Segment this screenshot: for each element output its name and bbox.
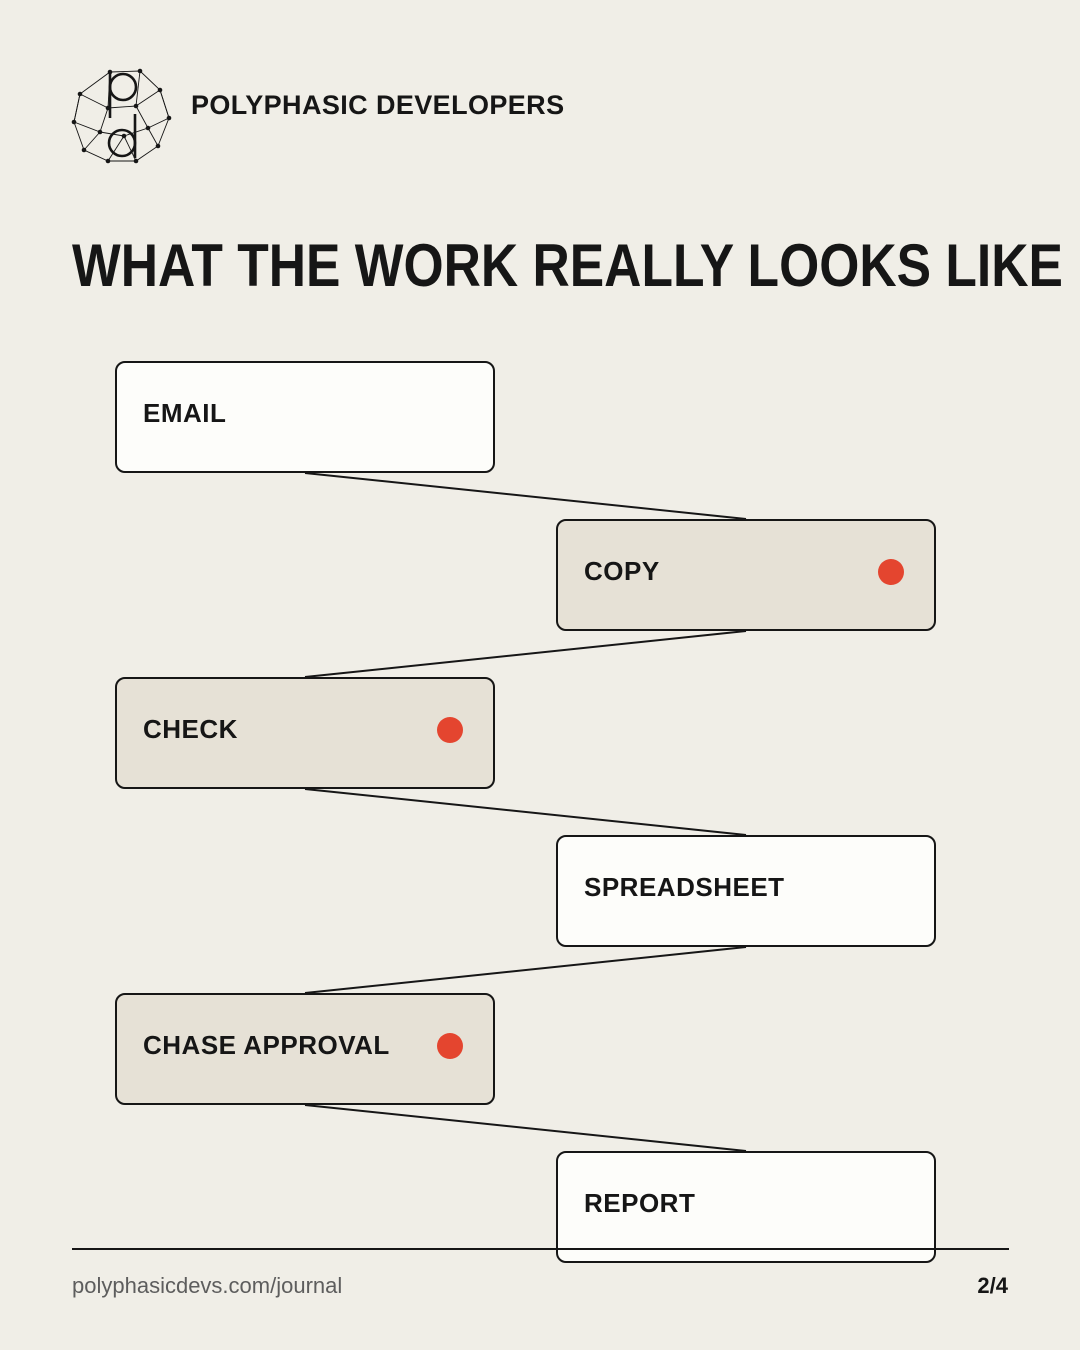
connector-line <box>304 946 747 994</box>
connector-line <box>304 1104 747 1152</box>
brand-logo-icon <box>71 68 172 164</box>
page-title: WHAT THE WORK REALLY LOOKS LIKE <box>72 232 1063 299</box>
flag-dot-icon <box>878 559 904 585</box>
step-label: CHASE APPROVAL <box>143 1030 390 1060</box>
step-label: COPY <box>584 556 660 586</box>
flag-dot-icon <box>437 1033 463 1059</box>
connector-line <box>304 788 747 836</box>
step-box-spreadsheet: SPREADSHEET <box>556 835 936 947</box>
page-indicator: 2/4 <box>977 1273 1008 1298</box>
flag-dot-icon <box>437 717 463 743</box>
step-label: CHECK <box>143 714 238 744</box>
step-label: EMAIL <box>143 398 227 428</box>
footer-link[interactable]: polyphasicdevs.com/journal <box>72 1273 343 1298</box>
step-box-copy: COPY <box>556 519 936 631</box>
footer-divider <box>72 1248 1009 1250</box>
step-label: SPREADSHEET <box>584 872 785 902</box>
step-box-report: REPORT <box>556 1151 936 1263</box>
step-label: REPORT <box>584 1188 696 1218</box>
connector-line <box>304 472 747 520</box>
step-box-check: CHECK <box>115 677 495 789</box>
step-box-email: EMAIL <box>115 361 495 473</box>
step-box-chase-approval: CHASE APPROVAL <box>115 993 495 1105</box>
connector-line <box>304 630 747 678</box>
brand-name: POLYPHASIC DEVELOPERS <box>191 90 565 120</box>
